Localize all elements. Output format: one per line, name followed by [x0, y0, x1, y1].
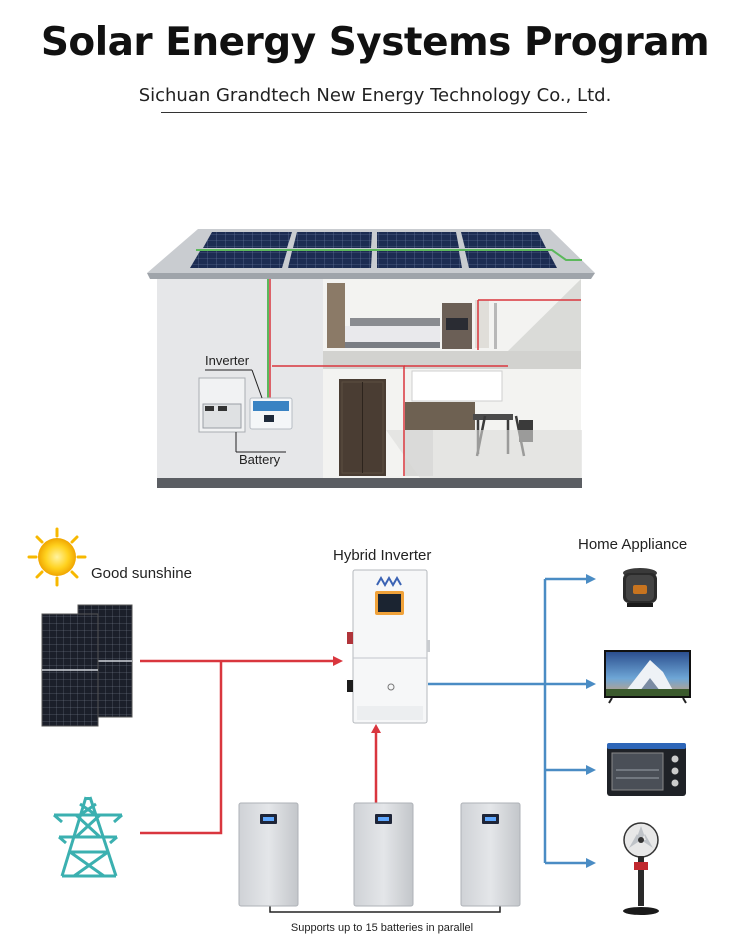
house-illustration	[147, 229, 595, 488]
home-appliance-label: Home Appliance	[578, 536, 688, 553]
battery-parallel-bus	[269, 906, 501, 913]
good-sunshine-label: Good sunshine	[91, 565, 192, 582]
grid-to-inverter-line	[140, 661, 223, 835]
stand-fan-icon	[623, 822, 659, 915]
hybrid-inverter-device	[347, 569, 430, 724]
inverter-to-appliances-lines	[428, 577, 586, 865]
inverter-label: Inverter	[205, 353, 250, 368]
batteries-parallel-note: Supports up to 15 batteries in parallel	[290, 922, 474, 934]
solar-panel-icon	[41, 604, 133, 727]
page-title: Solar Energy Systems Program	[40, 20, 710, 65]
hybrid-inverter-label: Hybrid Inverter	[333, 547, 432, 564]
battery-module-1	[238, 802, 299, 907]
rice-cooker-icon	[623, 568, 657, 607]
battery-label: Battery	[239, 452, 281, 467]
flow-lines	[140, 574, 596, 913]
sun-icon	[27, 527, 87, 587]
battery-module-2	[353, 802, 414, 907]
television-icon	[604, 650, 691, 704]
battery-module-3	[460, 802, 521, 907]
page-subtitle: Sichuan Grandtech New Energy Technology …	[138, 85, 612, 106]
toaster-oven-icon	[607, 743, 686, 796]
power-grid-tower-icon	[53, 796, 123, 878]
roof-solar-panels	[190, 232, 582, 268]
subtitle-underline	[161, 112, 587, 113]
